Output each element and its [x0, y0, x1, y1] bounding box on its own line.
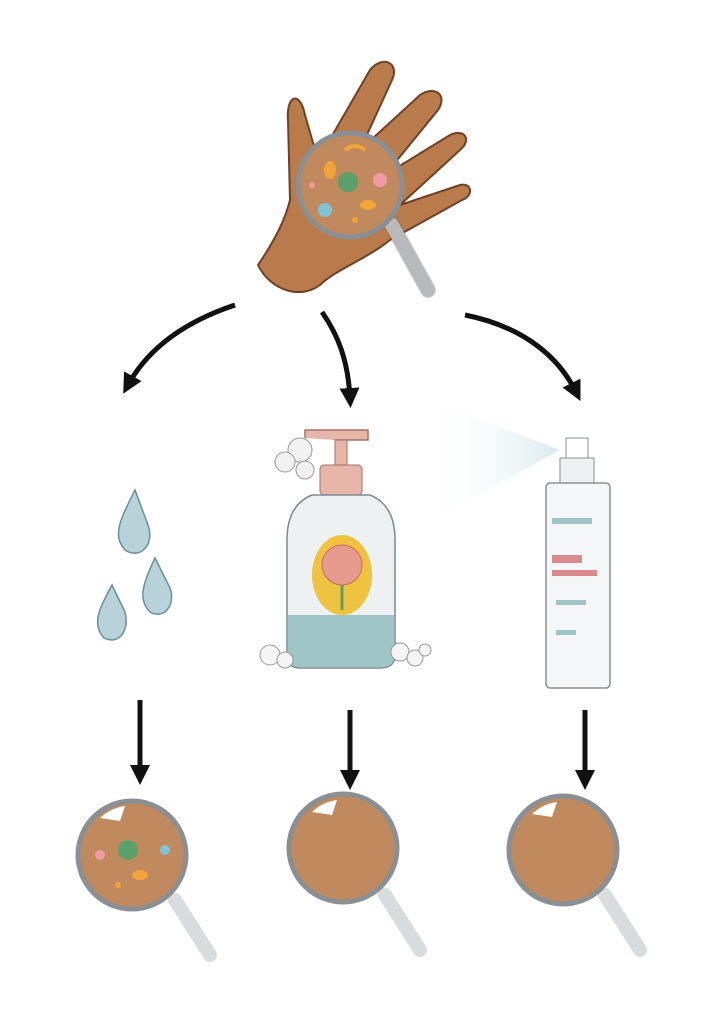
magnifier-handle [385, 218, 435, 297]
germs-icon [309, 144, 387, 223]
soap-bottle-icon [259, 429, 432, 669]
arrow-to-water [123, 302, 236, 394]
result-water-magnifier [75, 798, 217, 962]
water-drops-icon [96, 488, 173, 641]
germy-hand-illustration [256, 60, 471, 298]
arrow-to-spray [464, 312, 581, 401]
result-spray-magnifier [506, 793, 647, 957]
result-soap-magnifier [286, 791, 427, 957]
sanitizer-spray-icon [430, 400, 611, 689]
arrow-to-soap [319, 310, 360, 408]
germs-icon [95, 840, 170, 888]
